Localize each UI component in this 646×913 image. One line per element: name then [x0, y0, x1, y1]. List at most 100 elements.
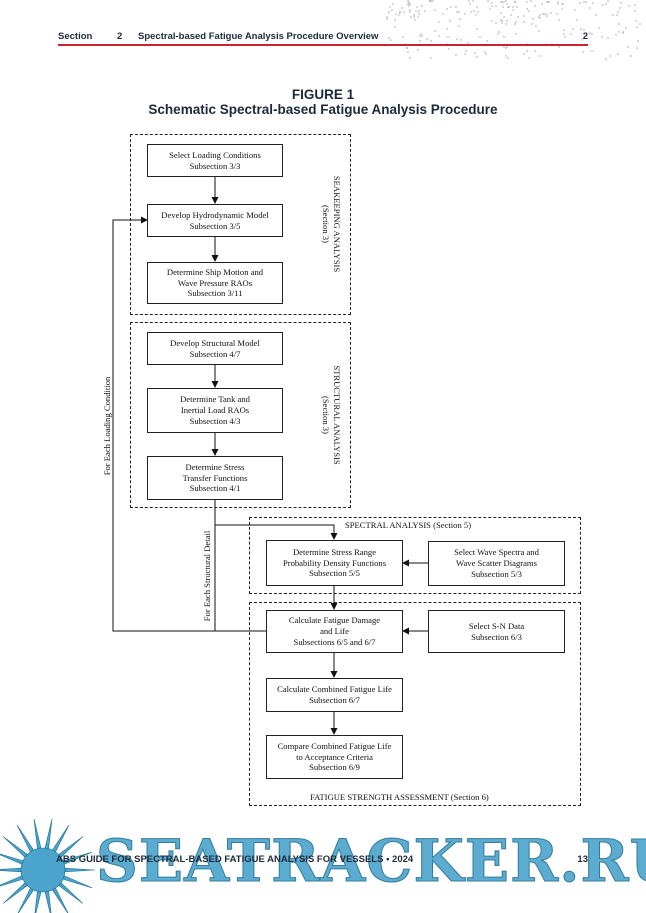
- texture-dot: [626, 45, 629, 48]
- texture-dot: [637, 40, 640, 43]
- box-select-loading-conditions: Select Loading Conditions Subsection 3/3: [147, 144, 283, 177]
- texture-dot: [395, 12, 398, 15]
- group-seakeeping-label: SEAKEEPING ANALYSIS (Section 3): [321, 175, 342, 273]
- texture-dot: [499, 18, 502, 21]
- texture-dot: [606, 36, 609, 39]
- texture-dot: [409, 10, 412, 13]
- texture-dot: [563, 28, 566, 31]
- texture-dot: [635, 46, 638, 49]
- box-develop-hydrodynamic-model: Develop Hydrodynamic Model Subsection 3/…: [147, 204, 283, 237]
- figure-title: Schematic Spectral-based Fatigue Analysi…: [148, 102, 498, 117]
- texture-dot: [605, 2, 608, 5]
- loop-each-loading-label: For Each Loading Condition: [102, 376, 112, 476]
- texture-dot: [441, 13, 444, 16]
- texture-dot: [534, 50, 537, 53]
- texture-dot: [450, 6, 453, 9]
- texture-dot: [530, 0, 533, 3]
- texture-dot: [619, 6, 622, 9]
- texture-dot: [505, 20, 508, 23]
- texture-dot: [504, 22, 507, 25]
- texture-dot: [409, 16, 412, 18]
- texture-dot: [555, 12, 558, 15]
- group-spectral: [249, 517, 581, 594]
- texture-dot: [489, 7, 492, 10]
- texture-dot: [636, 26, 639, 29]
- texture-dot: [609, 55, 612, 58]
- texture-dot: [495, 5, 498, 8]
- texture-dot: [621, 32, 624, 35]
- texture-dot: [591, 2, 594, 5]
- texture-dot: [548, 1, 551, 4]
- texture-dot: [534, 24, 537, 27]
- box-wave-spectra: Select Wave Spectra and Wave Scatter Dia…: [428, 541, 565, 586]
- sunburst-ray: [0, 867, 24, 873]
- footer-brand: ABS: [56, 854, 77, 865]
- texture-dot: [419, 34, 422, 37]
- texture-dot: [412, 14, 415, 17]
- texture-dot: [485, 39, 488, 42]
- box-sn-data: Select S-N Data Subsection 6/3: [428, 610, 565, 653]
- texture-dot: [572, 28, 575, 31]
- texture-dot: [412, 16, 415, 19]
- texture-dot: [582, 0, 585, 3]
- texture-dot: [611, 14, 614, 17]
- texture-dot: [448, 47, 451, 50]
- texture-dot: [457, 10, 460, 13]
- texture-dot: [534, 4, 537, 7]
- texture-dot: [420, 33, 423, 36]
- texture-dot: [500, 12, 503, 15]
- texture-dot: [604, 57, 607, 60]
- texture-dot: [523, 20, 526, 23]
- texture-dot: [418, 40, 421, 43]
- texture-dot: [503, 1, 506, 4]
- group-spectral-label: SPECTRAL ANALYSIS (Section 5): [345, 520, 472, 530]
- texture-dot: [415, 9, 418, 12]
- texture-dot: [484, 50, 487, 53]
- texture-dot: [527, 57, 530, 60]
- texture-dot: [511, 8, 514, 11]
- texture-dot: [502, 45, 505, 48]
- texture-dot: [490, 19, 493, 22]
- footer-guide-line: ABS GUIDE FOR SPECTRAL-BASED FATIGUE ANA…: [56, 854, 413, 865]
- texture-dot: [513, 1, 516, 4]
- texture-dot: [449, 20, 452, 23]
- texture-dot: [497, 32, 500, 35]
- texture-dot: [455, 54, 458, 56]
- texture-dot: [507, 57, 510, 60]
- texture-dot: [429, 0, 432, 2]
- texture-dot: [434, 8, 437, 11]
- texture-dot: [417, 9, 420, 12]
- texture-dot: [408, 4, 411, 7]
- texture-dot: [456, 37, 459, 40]
- texture-dot: [523, 52, 526, 55]
- texture-dot: [557, 2, 560, 5]
- texture-dot: [409, 57, 412, 60]
- texture-dot: [459, 39, 462, 42]
- texture-dot: [454, 5, 457, 8]
- texture-dot: [458, 18, 461, 21]
- texture-dot: [546, 0, 549, 3]
- figure-label: FIGURE 1: [291, 87, 355, 102]
- texture-dot: [438, 20, 441, 23]
- group-structural-label: STRUCTURAL ANALYSIS (Section 3): [321, 365, 342, 465]
- texture-dot: [430, 40, 433, 43]
- header-section-number: 2: [117, 31, 123, 42]
- texture-dot: [526, 0, 529, 3]
- texture-dot: [470, 11, 473, 14]
- sunburst-logo-icon: [0, 818, 96, 913]
- sunburst-ray: [44, 888, 52, 913]
- texture-dot: [487, 0, 490, 3]
- texture-dot: [588, 32, 591, 35]
- box-stress-range-pdf: Determine Stress Range Probability Densi…: [266, 540, 403, 586]
- texture-dot: [510, 14, 513, 17]
- texture-dot: [391, 8, 393, 11]
- texture-dot: [506, 6, 509, 9]
- box-develop-structural-model: Develop Structural Model Subsection 4/7: [147, 332, 283, 365]
- texture-dot: [387, 11, 390, 14]
- texture-dot: [634, 4, 637, 7]
- texture-dot: [473, 51, 476, 54]
- texture-dot: [558, 19, 561, 22]
- texture-dot: [406, 51, 409, 54]
- texture-dot: [569, 32, 572, 35]
